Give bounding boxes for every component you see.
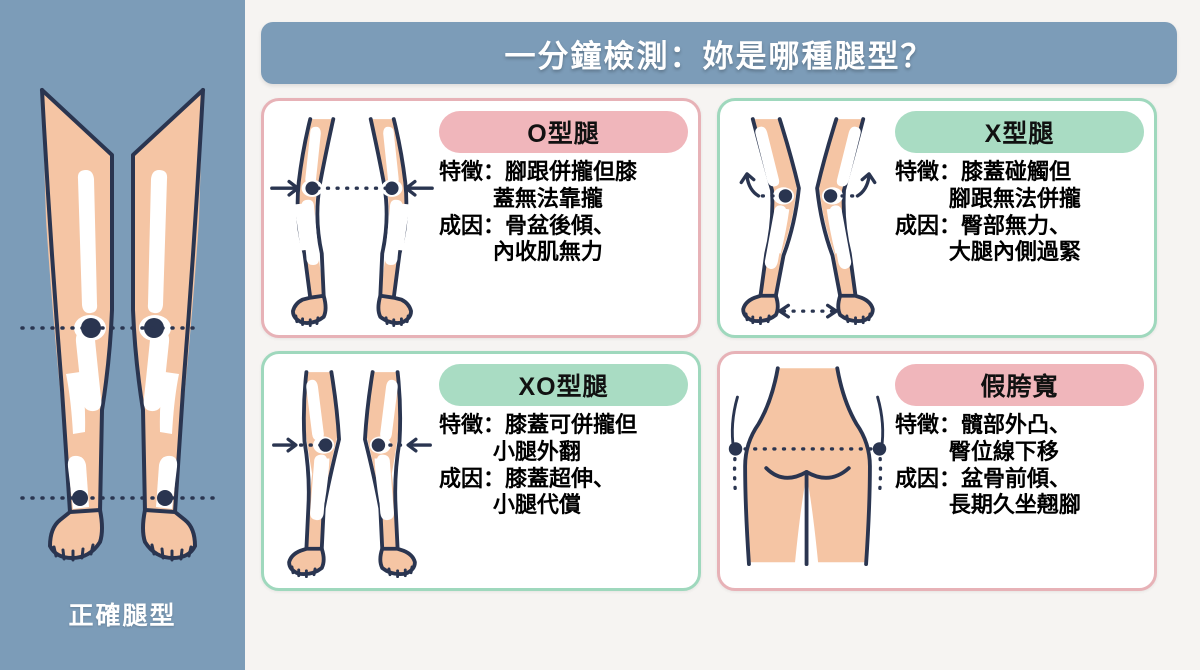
spec-line: 成因：骨盆後傾、: [439, 212, 616, 238]
spec-line: 成因：臀部無力、: [895, 212, 1072, 238]
arrow-in-right: [405, 437, 432, 453]
spec-list-x-leg: 特徵：膝蓋碰觸但 腳跟無法併攏 成因：臀部無力、 大腿內側過緊: [895, 159, 1144, 266]
spec-list-xo-leg: 特徵：膝蓋可併攏但 小腿外翻 成因：膝蓋超伸、 小腿代償: [439, 412, 688, 519]
spec-line: 特徵：腳跟併攏但膝: [439, 159, 638, 184]
card-x-leg[interactable]: X型腿 特徵：膝蓋碰觸但 腳跟無法併攏 成因：臀部無力、 大腿內側過緊: [717, 98, 1157, 338]
badge-label: X型腿: [984, 120, 1055, 148]
badge-o-leg: O型腿: [439, 111, 688, 153]
hip-illustration: [720, 354, 895, 588]
sidebar-correct-leg-panel: 正確腿型: [0, 0, 245, 670]
x-leg-illustration: [720, 101, 895, 335]
o-leg-illustration: [264, 101, 439, 335]
card-body-fake-wide-hip: 假胯寬 特徵：髖部外凸、 臀位線下移 成因：盆骨前傾、 長期久坐翹腳: [895, 354, 1154, 588]
card-fake-wide-hip[interactable]: 假胯寬 特徵：髖部外凸、 臀位線下移 成因：盆骨前傾、 長期久坐翹腳: [717, 351, 1157, 591]
card-body-o-leg: O型腿 特徵：腳跟併攏但膝 蓋無法靠攏 成因：骨盆後傾、 內收肌無力: [439, 101, 698, 335]
badge-x-leg: X型腿: [895, 111, 1144, 153]
arrow-in-left: [271, 437, 298, 453]
spec-list-o-leg: 特徵：腳跟併攏但膝 蓋無法靠攏 成因：骨盆後傾、 內收肌無力: [439, 159, 688, 266]
badge-xo-leg: XO型腿: [439, 364, 688, 406]
badge-label: XO型腿: [518, 373, 609, 401]
spec-line: 小腿代償: [492, 492, 581, 518]
spec-line: 特徵：膝蓋碰觸但: [895, 159, 1072, 184]
xo-leg-illustration: [264, 354, 439, 588]
rotation-arrow-left: [739, 172, 760, 198]
spec-line: 蓋無法靠攏: [492, 185, 603, 211]
correct-leg-illustration: [0, 60, 245, 580]
card-xo-leg[interactable]: XO型腿 特徵：膝蓋可併攏但 小腿外翻 成因：膝蓋超伸、 小腿代償: [261, 351, 701, 591]
content-area: 一分鐘檢測：妳是哪種腿型？: [245, 0, 1200, 670]
rotation-arrow-right: [855, 172, 876, 198]
arrow-in-right: [404, 179, 434, 197]
spec-line: 內收肌無力: [492, 239, 603, 265]
spec-line: 成因：膝蓋超伸、: [439, 465, 616, 491]
arrow-in-left: [269, 179, 299, 197]
spec-line: 大腿內側過緊: [948, 239, 1081, 265]
badge-label: 假胯寬: [980, 373, 1059, 401]
spec-line: 特徵：髖部外凸、: [895, 412, 1072, 437]
card-body-x-leg: X型腿 特徵：膝蓋碰觸但 腳跟無法併攏 成因：臀部無力、 大腿內側過緊: [895, 101, 1154, 335]
badge-label: O型腿: [527, 120, 600, 148]
spec-line: 成因：盆骨前傾、: [895, 465, 1072, 491]
leg-type-card-grid: O型腿 特徵：腳跟併攏但膝 蓋無法靠攏 成因：骨盆後傾、 內收肌無力: [261, 98, 1177, 591]
spec-line: 特徵：膝蓋可併攏但: [439, 412, 638, 437]
spec-line: 小腿外翻: [492, 438, 581, 464]
spec-line: 腳跟無法併攏: [948, 185, 1081, 211]
spec-line: 長期久坐翹腳: [948, 492, 1081, 518]
page-title: 一分鐘檢測：妳是哪種腿型？: [504, 38, 934, 74]
ankle-gap-arrow: [777, 303, 838, 319]
spec-line: 臀位線下移: [948, 438, 1059, 464]
card-o-leg[interactable]: O型腿 特徵：腳跟併攏但膝 蓋無法靠攏 成因：骨盆後傾、 內收肌無力: [261, 98, 701, 338]
sidebar-caption: 正確腿型: [68, 602, 177, 630]
title-banner: 一分鐘檢測：妳是哪種腿型？: [261, 22, 1177, 84]
badge-fake-wide-hip: 假胯寬: [895, 364, 1144, 406]
card-body-xo-leg: XO型腿 特徵：膝蓋可併攏但 小腿外翻 成因：膝蓋超伸、 小腿代償: [439, 354, 698, 588]
spec-list-fake-wide-hip: 特徵：髖部外凸、 臀位線下移 成因：盆骨前傾、 長期久坐翹腳: [895, 412, 1144, 519]
